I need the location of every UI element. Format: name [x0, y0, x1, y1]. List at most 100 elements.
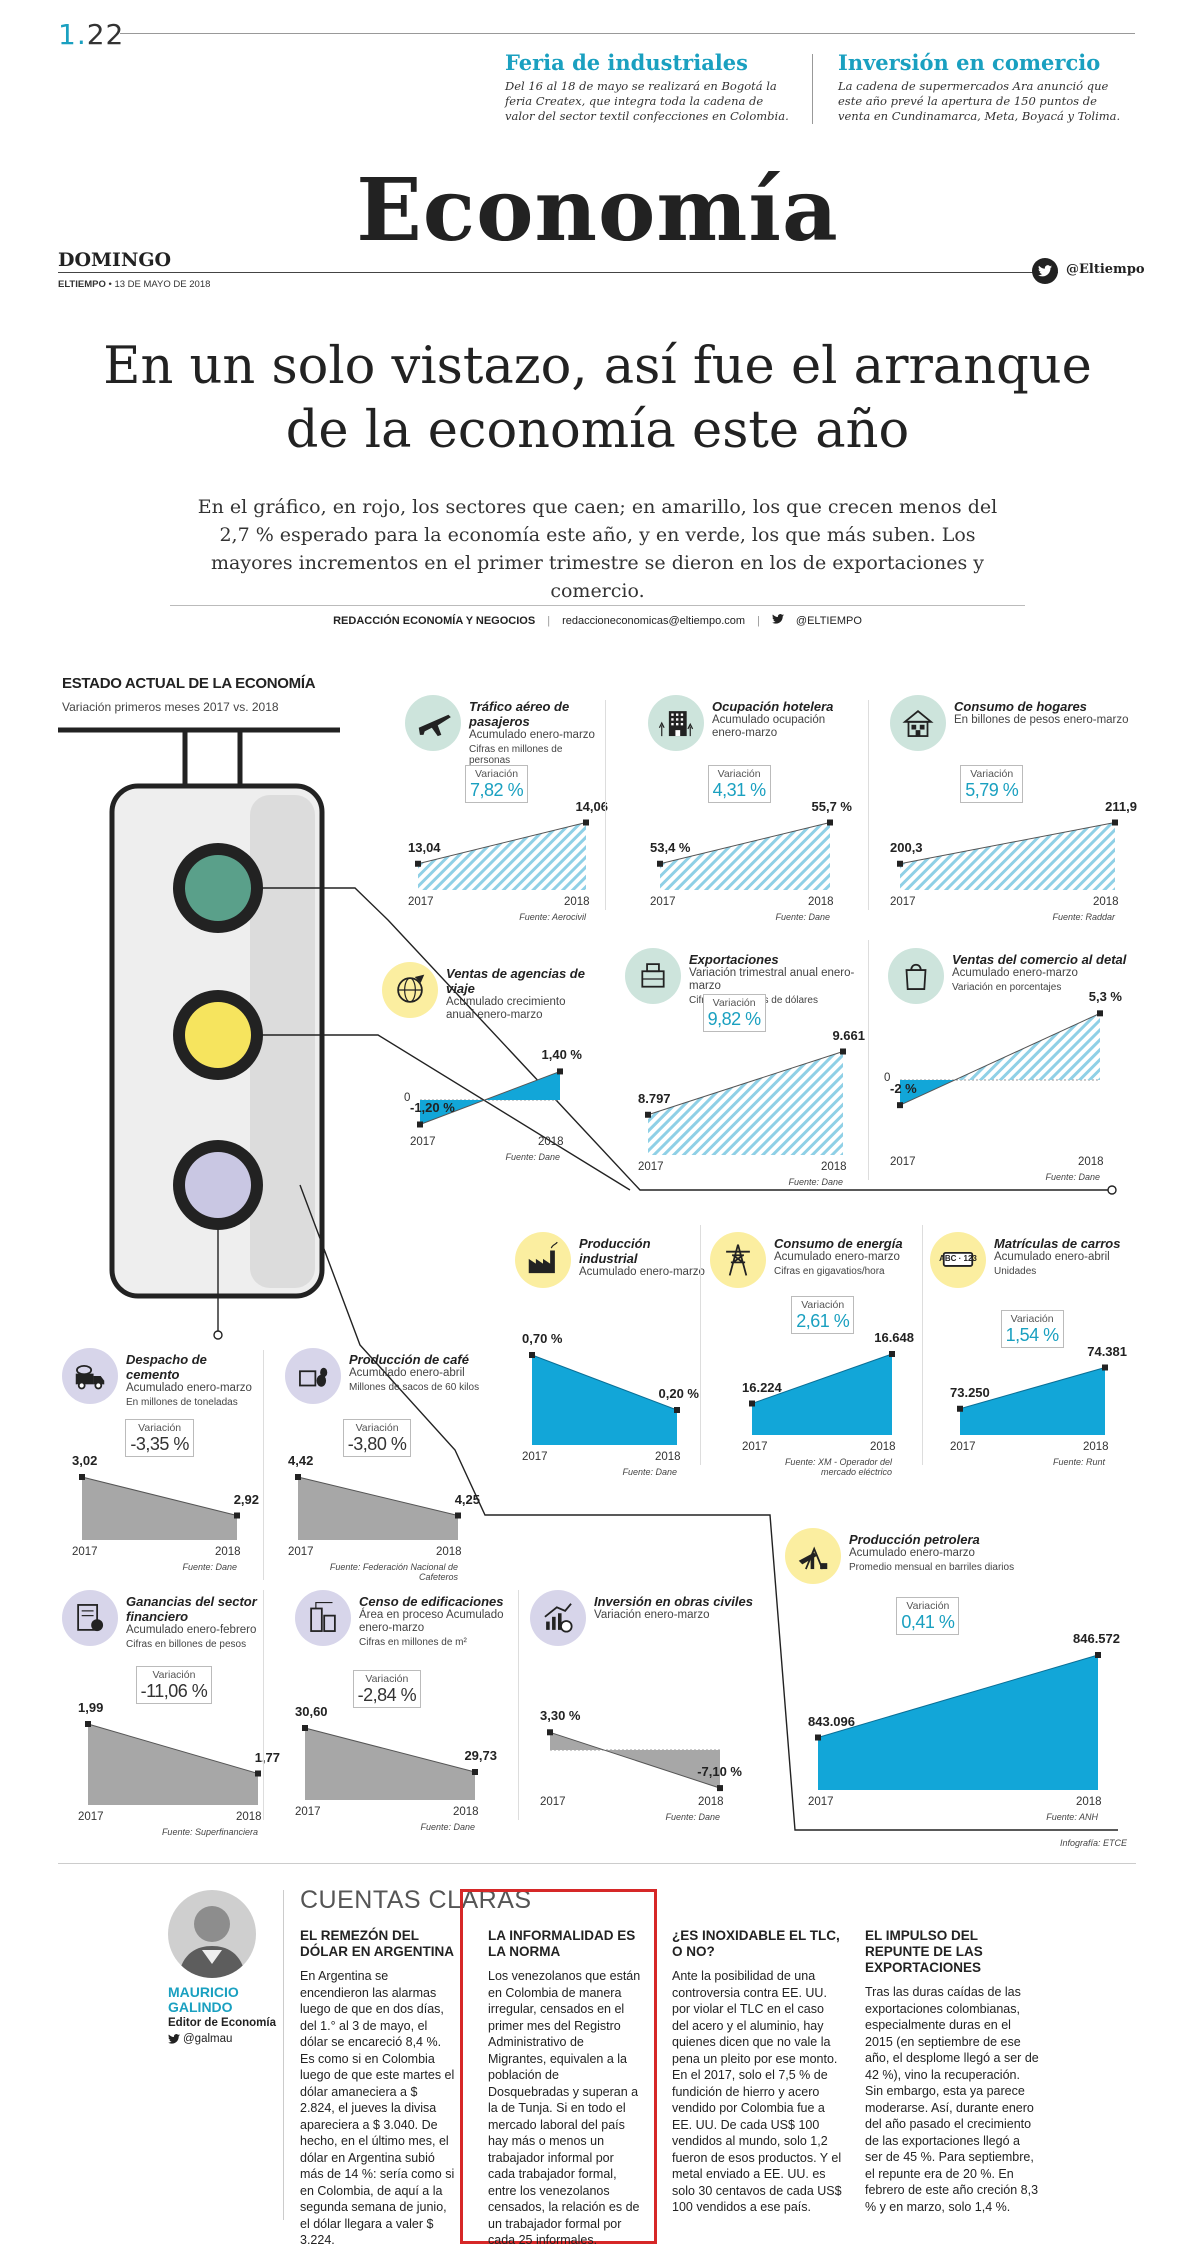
chart-note: Cifras en gigavatios/hora	[774, 1266, 885, 1277]
teaser-2[interactable]: Inversión en comercio La cadena de super…	[838, 50, 1128, 124]
chart-source: Fuente: Federación Nacional de Cafeteros	[329, 1562, 458, 1582]
section-day: DOMINGO	[58, 249, 172, 271]
chart-data-label: 73.250	[950, 1384, 990, 1400]
chart-data-label: 200,3	[890, 839, 923, 855]
chart-title: Ocupación hotelera	[712, 699, 834, 714]
chart-point	[79, 1474, 85, 1480]
columnist-role: Editor de Economía	[168, 2017, 276, 2029]
chart-title: Producción de café	[349, 1352, 469, 1367]
chart-x-tick: 2017	[78, 1811, 104, 1823]
chart-series-line	[899, 822, 1116, 865]
chart-svg	[897, 1010, 1103, 1109]
chart-svg	[815, 1652, 1101, 1790]
variation-value: -2,84 %	[357, 1685, 417, 1705]
chart-subtitle: Acumulado enero-marzo	[849, 1547, 975, 1559]
columnist-twitter[interactable]: @galmau	[168, 2033, 232, 2045]
chart-point	[557, 1068, 563, 1075]
chart-svg	[79, 1474, 240, 1540]
panel-divider	[922, 1225, 923, 1465]
chart-x-tick: 2017	[890, 896, 916, 908]
chart-data-label: 5,3 %	[1088, 989, 1122, 1005]
chart-point	[255, 1770, 261, 1777]
chart-icon-invest-icon	[530, 1590, 586, 1646]
chart-series-line	[531, 1354, 678, 1411]
variation-value: 1,54 %	[1005, 1324, 1060, 1345]
chart-series-line	[304, 1727, 476, 1773]
chart-point	[472, 1769, 478, 1775]
chart-icon-pump-icon	[785, 1528, 841, 1584]
chart-title: Producción industrial	[579, 1236, 651, 1266]
chart-point	[889, 1351, 895, 1357]
chart-icon-bag-icon	[888, 948, 944, 1004]
twitter-handle[interactable]: @Eltiempo	[1066, 262, 1145, 277]
chart-data-label: 16.648	[874, 1330, 914, 1345]
chart-icon-globe-icon	[382, 962, 438, 1018]
chart-source: Fuente: Dane	[1045, 1172, 1100, 1182]
chart-note: Unidades	[994, 1266, 1037, 1277]
chart-x-tick: 2018	[236, 1811, 262, 1823]
chart-series-line	[659, 822, 831, 865]
byline-email[interactable]: redaccioneconomicas@eltiempo.com	[562, 614, 746, 627]
headline: En un solo vistazo, así fue el arranque …	[103, 337, 1092, 460]
teaser-1[interactable]: Feria de industriales Del 16 al 18 de ma…	[505, 50, 795, 124]
chart-area	[660, 822, 830, 890]
chart-icon-tower-icon	[710, 1232, 766, 1288]
byline-desk: REDACCIÓN ECONOMÍA Y NEGOCIOS	[333, 614, 536, 627]
twitter-icon[interactable]	[1032, 258, 1058, 284]
chart-point	[234, 1512, 240, 1519]
lavender-light	[185, 1152, 251, 1218]
chart-source: Fuente: Dane	[420, 1822, 475, 1832]
variation-label: Variación	[1010, 1312, 1054, 1325]
columnist-avatar	[168, 1890, 256, 1978]
chart-source: Fuente: Dane	[665, 1812, 720, 1822]
chart-point	[827, 819, 833, 826]
chart-title: Tráfico aéreo de pasajeros	[469, 699, 570, 729]
columnist-name: MAURICIO GALINDO	[168, 1984, 239, 2015]
chart-note: Cifras en millones de m²	[359, 1637, 467, 1648]
chart-note: En millones de toneladas	[126, 1397, 238, 1408]
chart-icon-house-icon	[890, 695, 946, 751]
chart-svg	[415, 819, 589, 890]
chart-series-line	[297, 1476, 459, 1516]
chart-title: Censo de edificaciones	[359, 1594, 504, 1609]
chart-icon-plate-icon: ABC · 123	[930, 1232, 986, 1288]
chart-icon-build-icon	[295, 1590, 351, 1646]
chart-data-label: 74.381	[1087, 1343, 1127, 1359]
chart-title: Producción petrolera	[849, 1532, 980, 1547]
chart-point	[529, 1352, 535, 1358]
variation-label: Variación	[355, 1422, 399, 1434]
section-masthead: Economía	[356, 160, 839, 261]
variation-label: Variación	[970, 767, 1014, 780]
chart-subtitle: Variación trimestral anual enero-marzo	[689, 967, 855, 992]
chart-area	[550, 1732, 604, 1750]
chart-source: Fuente: Dane	[505, 1152, 560, 1162]
chart-data-label: 211,9	[1105, 798, 1137, 814]
chart-subtitle: En billones de pesos enero-marzo	[954, 714, 1129, 726]
variation-value: 7,82 %	[470, 779, 524, 800]
chart-series-line	[419, 1070, 561, 1125]
panel-divider	[605, 700, 606, 910]
teaser-1-text: Del 16 al 18 de mayo se realizará en Bog…	[505, 79, 789, 123]
chart-source: Fuente: XM - Operador del mercado eléctr…	[784, 1457, 892, 1477]
chart-data-label: -1,20 %	[410, 1100, 455, 1116]
variation-value: 4,31 %	[712, 779, 767, 800]
chart-data-label: 16.224	[742, 1379, 782, 1395]
chart-series-line	[959, 1367, 1106, 1410]
traffic-light-pole	[58, 727, 340, 786]
chart-data-label: 843.096	[808, 1713, 855, 1729]
chart-svg	[417, 1068, 563, 1128]
chart-subtitle: Acumulado crecimiento anual enero-marzo	[446, 996, 566, 1021]
byline-twitter[interactable]: @ELTIEMPO	[795, 614, 862, 627]
chart-x-tick: 2018	[453, 1806, 479, 1818]
variation-value: -3,80 %	[347, 1434, 407, 1454]
